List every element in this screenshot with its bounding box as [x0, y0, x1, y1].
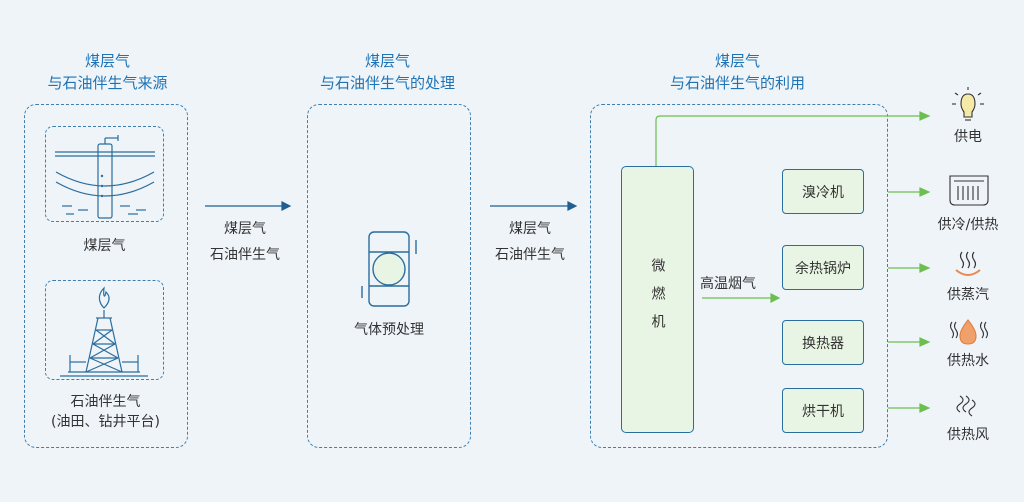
- absorption-chiller-label: 溴冷机: [802, 184, 844, 201]
- output-hot-air-label: 供热风: [947, 427, 989, 443]
- ac-unit-icon: [949, 175, 989, 206]
- flow1-label: 煤层气 石油伴生气: [195, 216, 295, 268]
- utilization-title-line2: 与石油伴生气的利用: [669, 74, 805, 92]
- source-title-line2: 与石油伴生气来源: [47, 74, 168, 92]
- pretreatment-label: 气体预处理: [354, 322, 424, 338]
- output-power-label: 供电: [954, 129, 982, 145]
- green-flow-arrows: [655, 111, 931, 413]
- flow1-line2: 石油伴生气: [210, 247, 280, 263]
- output-hot-water-label: 供热水: [947, 353, 989, 369]
- flow2-line2: 石油伴生气: [495, 247, 565, 263]
- flow2-line1: 煤层气: [509, 221, 551, 237]
- waste-heat-boiler-label: 余热锅炉: [795, 260, 851, 277]
- output-cooling-heating-label: 供冷/供热: [937, 217, 999, 233]
- processing-container: [307, 104, 471, 448]
- processing-title-line1: 煤层气: [364, 52, 410, 70]
- heat-exchanger-label: 换热器: [802, 335, 844, 352]
- oil-gas-label-line1: 石油伴生气: [70, 394, 141, 410]
- heat-exchanger-box: 换热器: [782, 320, 864, 365]
- source-title-line1: 煤层气: [84, 52, 130, 70]
- coal-well-icon: [55, 135, 155, 219]
- utilization-title-line1: 煤层气: [714, 52, 760, 70]
- hot-water-icon: [949, 319, 989, 345]
- oil-gas-label-line2: (油田、钻井平台): [51, 414, 160, 430]
- dryer-label: 烘干机: [802, 403, 844, 420]
- pretreatment-vessel-icon: [361, 231, 417, 307]
- source-title: 煤层气 与石油伴生气来源: [25, 50, 190, 94]
- micro-turbine-box: 微燃机: [621, 166, 694, 433]
- flow1-line1: 煤层气: [224, 221, 266, 237]
- dryer-box: 烘干机: [782, 388, 864, 433]
- coalbed-icon-frame: [45, 126, 164, 222]
- utilization-title: 煤层气 与石油伴生气的利用: [640, 50, 835, 94]
- coalbed-label: 煤层气: [83, 238, 126, 254]
- source-container: [24, 104, 188, 448]
- oil-derrick-icon: [60, 286, 148, 377]
- processing-title: 煤层气 与石油伴生气的处理: [300, 50, 475, 94]
- oil-icon-frame: [45, 280, 164, 380]
- output-steam-label: 供蒸汽: [947, 287, 989, 303]
- bulb-icon: [952, 87, 984, 121]
- micro-turbine-label: 微燃机: [649, 257, 666, 342]
- waste-heat-boiler-box: 余热锅炉: [782, 245, 864, 290]
- flow2-label: 煤层气 石油伴生气: [480, 216, 580, 268]
- oil-gas-label: 石油伴生气 (油田、钻井平台): [28, 392, 183, 432]
- steam-icon: [955, 251, 981, 276]
- processing-title-line2: 与石油伴生气的处理: [319, 74, 455, 92]
- exhaust-label: 高温烟气: [700, 276, 756, 292]
- absorption-chiller-box: 溴冷机: [782, 169, 864, 214]
- hot-air-icon: [956, 395, 976, 417]
- utilization-container: [590, 104, 888, 448]
